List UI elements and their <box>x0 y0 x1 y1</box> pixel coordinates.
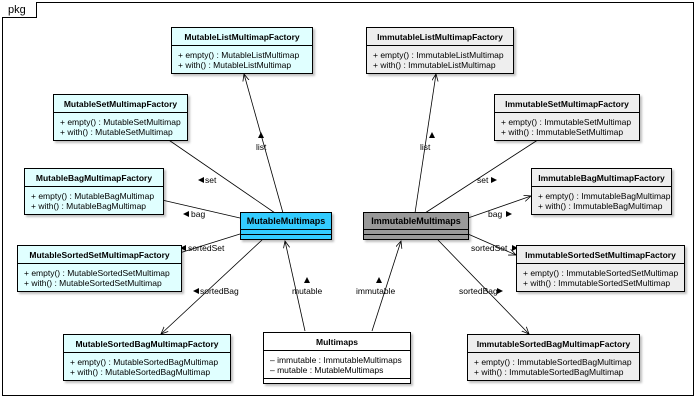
edge-mut-list <box>244 74 284 214</box>
method-compartment <box>264 378 410 383</box>
attribute-compartment <box>241 230 331 235</box>
edge-mut-sortedbag <box>161 239 263 334</box>
package-frame <box>2 2 694 396</box>
dir-triangle-sortedbag-left <box>193 288 199 294</box>
dir-triangle-bag-right <box>506 211 512 217</box>
operation: + with() : MutableSortedSetMultimap <box>24 278 162 288</box>
mutable-set-multimap-factory: MutableSetMultimapFactory + empty() : Mu… <box>53 94 188 141</box>
immutable-bag-multimap-factory: ImmutableBagMultimapFactory + empty() : … <box>531 168 672 215</box>
dir-triangle-sortedset-right <box>512 245 518 251</box>
attribute-compartment <box>364 230 468 235</box>
mutable-sortedbag-multimap-factory: MutableSortedBagMultimapFactory + empty(… <box>63 334 231 381</box>
operation: + empty() : ImmutableListMultimap <box>373 50 504 60</box>
class-name: ImmutableListMultimapFactory <box>367 28 513 46</box>
operation: + with() : ImmutableSortedSetMultimap <box>523 278 671 288</box>
operation: + with() : MutableSetMultimap <box>60 127 173 137</box>
edge-label-list-left: list <box>256 142 267 152</box>
operation: + with() : MutableBagMultimap <box>31 201 147 211</box>
edge-immutable <box>371 241 401 332</box>
field: – mutable : MutableMultimaps <box>270 365 384 375</box>
class-name: MutableSortedBagMultimapFactory <box>64 335 230 353</box>
class-name: Multimaps <box>264 333 410 351</box>
class-name: ImmutableSetMultimapFactory <box>495 95 639 113</box>
class-name: MutableListMultimapFactory <box>172 28 312 46</box>
edge-label-sortedbag-left: sortedBag <box>200 286 239 296</box>
operation: + empty() : ImmutableSortedBagMultimap <box>474 357 632 367</box>
immutable-sortedset-multimap-factory: ImmutableSortedSetMultimapFactory + empt… <box>516 245 685 292</box>
operation: + empty() : MutableListMultimap <box>178 50 300 60</box>
class-name: MutableMultimaps <box>241 213 331 230</box>
mutable-bag-multimap-factory: MutableBagMultimapFactory + empty() : Mu… <box>24 168 164 215</box>
edge-mut-set <box>160 134 276 214</box>
operation: + with() : ImmutableSetMultimap <box>501 127 624 137</box>
edge-mut-sortedset <box>173 233 241 255</box>
mutable-list-multimap-factory: MutableListMultimapFactory + empty() : M… <box>171 27 313 74</box>
dir-triangle-immutable <box>376 277 382 283</box>
class-name: MutableSortedSetMultimapFactory <box>18 246 181 264</box>
edge-imm-sortedset <box>467 233 516 255</box>
class-name: ImmutableBagMultimapFactory <box>532 169 671 187</box>
operation: + with() : MutableListMultimap <box>178 60 292 70</box>
operation: + empty() : ImmutableBagMultimap <box>538 191 671 201</box>
class-name: MutableSetMultimapFactory <box>54 95 187 113</box>
edge-label-sortedbag-right: sortedBag <box>459 286 498 296</box>
class-name: ImmutableSortedBagMultimapFactory <box>468 335 639 353</box>
edge-label-mutable: mutable <box>292 286 323 296</box>
dir-triangle-bag-left <box>183 211 189 217</box>
edge-imm-list <box>414 74 436 214</box>
multimaps-class: Multimaps – immutable : ImmutableMultima… <box>263 332 411 384</box>
dir-triangle-sortedbag-right <box>497 288 503 294</box>
edge-label-list-right: list <box>420 142 431 152</box>
dir-triangle-set-right <box>491 177 497 183</box>
dir-triangle-list-right <box>429 132 435 138</box>
edge-imm-sortedbag <box>437 239 529 334</box>
operation: + with() : ImmutableSortedBagMultimap <box>474 367 624 377</box>
edge-label-sortedset-left: sortedSet <box>188 243 225 253</box>
immutable-sortedbag-multimap-factory: ImmutableSortedBagMultimapFactory + empt… <box>467 334 640 381</box>
class-name: ImmutableMultimaps <box>364 213 468 230</box>
package-label: pkg <box>2 2 37 18</box>
dir-triangle-sortedset-left <box>180 245 186 251</box>
operation: + with() : ImmutableBagMultimap <box>538 201 663 211</box>
operation: + empty() : ImmutableSetMultimap <box>501 117 632 127</box>
field: – immutable : ImmutableMultimaps <box>270 355 402 365</box>
dir-triangle-list-left <box>258 132 264 138</box>
edge-label-bag-right: bag <box>488 209 503 219</box>
dir-triangle-set-left <box>198 177 204 183</box>
class-name: MutableBagMultimapFactory <box>25 169 163 187</box>
immutable-list-multimap-factory: ImmutableListMultimapFactory + empty() :… <box>366 27 514 74</box>
edge-imm-bag <box>467 196 531 219</box>
operation: + with() : MutableSortedBagMultimap <box>70 367 211 377</box>
edge-label-bag-left: bag <box>191 209 206 219</box>
operation: + empty() : MutableSetMultimap <box>60 117 181 127</box>
operation: + empty() : MutableSortedBagMultimap <box>70 357 219 367</box>
mutable-multimaps-class: MutableMultimaps <box>240 212 332 240</box>
edge-label-sortedset-right: sortedSet <box>471 243 508 253</box>
edge-label-set-right: set <box>477 175 489 185</box>
operation: + empty() : MutableBagMultimap <box>31 191 155 201</box>
edge-mutable <box>285 241 306 332</box>
edge-mut-bag <box>149 197 241 219</box>
edge-imm-set <box>424 134 547 214</box>
mutable-sortedset-multimap-factory: MutableSortedSetMultimapFactory + empty(… <box>17 245 182 292</box>
edge-label-set-left: set <box>205 175 217 185</box>
immutable-set-multimap-factory: ImmutableSetMultimapFactory + empty() : … <box>494 94 640 141</box>
operation: + empty() : ImmutableSortedSetMultimap <box>523 268 679 278</box>
class-name: ImmutableSortedSetMultimapFactory <box>517 246 684 264</box>
operation: + with() : ImmutableListMultimap <box>373 60 496 70</box>
immutable-multimaps-class: ImmutableMultimaps <box>363 212 469 240</box>
operation: + empty() : MutableSortedSetMultimap <box>24 268 170 278</box>
edge-label-immutable: immutable <box>356 286 396 296</box>
dir-triangle-mutable <box>304 277 310 283</box>
